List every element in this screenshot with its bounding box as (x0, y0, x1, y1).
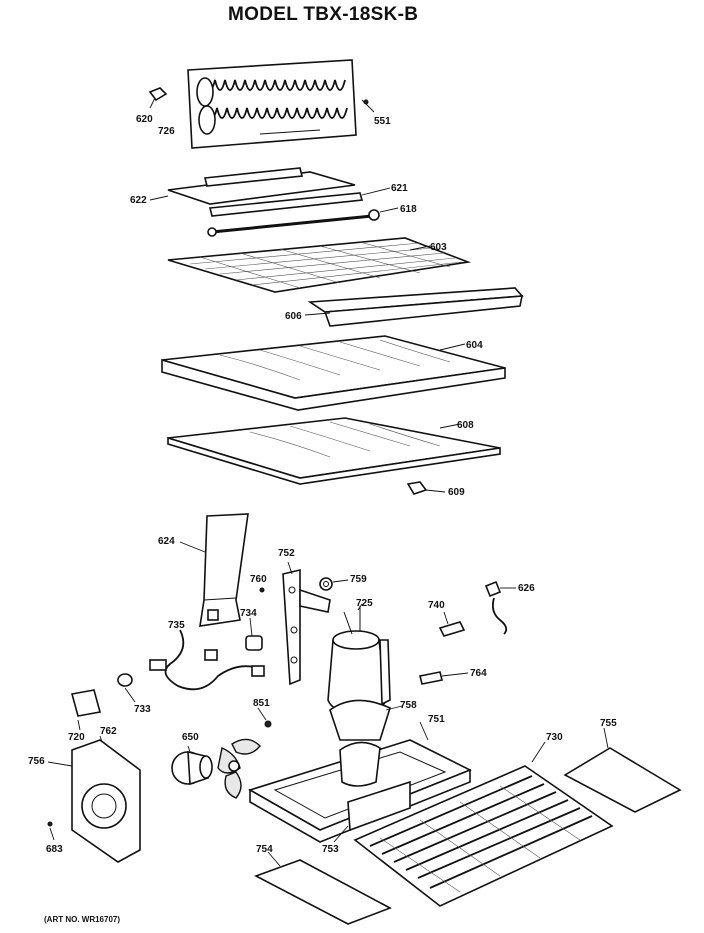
defrost-heater-clip-620 (148, 87, 168, 109)
evaporator-cover-622 (149, 167, 356, 205)
grommet-759 (319, 577, 349, 591)
callout-606: 606 (285, 311, 302, 322)
callout-754: 754 (256, 844, 273, 855)
callout-624: 624 (158, 536, 175, 547)
overload-764 (419, 671, 469, 685)
callout-604: 604 (466, 340, 483, 351)
callout-758: 758 (400, 700, 417, 711)
compressor-725 (327, 603, 391, 715)
callout-603: 603 (430, 242, 447, 253)
callout-720: 720 (68, 732, 85, 743)
callout-764: 764 (470, 668, 487, 679)
callout-626: 626 (518, 583, 535, 594)
callout-551: 551 (374, 116, 391, 127)
callout-760: 760 (250, 574, 267, 585)
access-panel-754 (254, 851, 392, 925)
relay-740 (438, 611, 466, 637)
terminal-733 (117, 673, 136, 703)
machine-base-751 (248, 721, 472, 843)
callout-730: 730 (546, 732, 563, 743)
callout-650: 650 (182, 732, 199, 743)
mount-758 (329, 699, 391, 741)
callout-756: 756 (28, 756, 45, 767)
callout-683: 683 (46, 844, 63, 855)
fan-motor-650 (171, 738, 261, 799)
callout-622: 622 (130, 195, 147, 206)
page-title: MODEL TBX-18SK-B (228, 4, 419, 25)
power-cord-626 (484, 580, 516, 635)
callout-751: 751 (428, 714, 445, 725)
callout-762: 762 (100, 726, 117, 737)
callout-725: 725 (356, 598, 373, 609)
rail-606 (304, 287, 524, 327)
wire-harness-735 (149, 629, 265, 691)
callout-753: 753 (322, 844, 339, 855)
callout-726: 726 (158, 126, 175, 137)
capacitor-734 (245, 617, 263, 651)
compressor-bracket-752 (282, 561, 331, 686)
callout-608: 608 (457, 420, 474, 431)
callout-735: 735 (168, 620, 185, 631)
cover-plate-755 (563, 727, 682, 813)
callout-752: 752 (278, 548, 295, 559)
callout-734: 734 (240, 608, 257, 619)
shelf-rod-618 (207, 207, 399, 237)
callout-851: 851 (253, 698, 270, 709)
art-number: (ART NO. WR16707) (44, 915, 121, 924)
switch-720 (70, 689, 102, 731)
fan-shroud-762 (47, 735, 141, 863)
callout-618: 618 (400, 204, 417, 215)
callout-621: 621 (391, 183, 408, 194)
shelf-603 (167, 237, 472, 293)
bracket-753 (347, 780, 411, 832)
callout-609: 609 (448, 487, 465, 498)
clip-609 (406, 481, 446, 495)
callout-755: 755 (600, 718, 617, 729)
condenser-730 (353, 741, 614, 907)
crisper-pan-604 (161, 335, 506, 411)
air-duct-624 (179, 513, 249, 627)
callout-759: 759 (350, 574, 367, 585)
callout-740: 740 (428, 600, 445, 611)
evaporator-coil-726 (187, 59, 357, 149)
callout-733: 733 (134, 704, 151, 715)
drip-tray-608 (167, 417, 501, 485)
callout-620: 620 (136, 114, 153, 125)
